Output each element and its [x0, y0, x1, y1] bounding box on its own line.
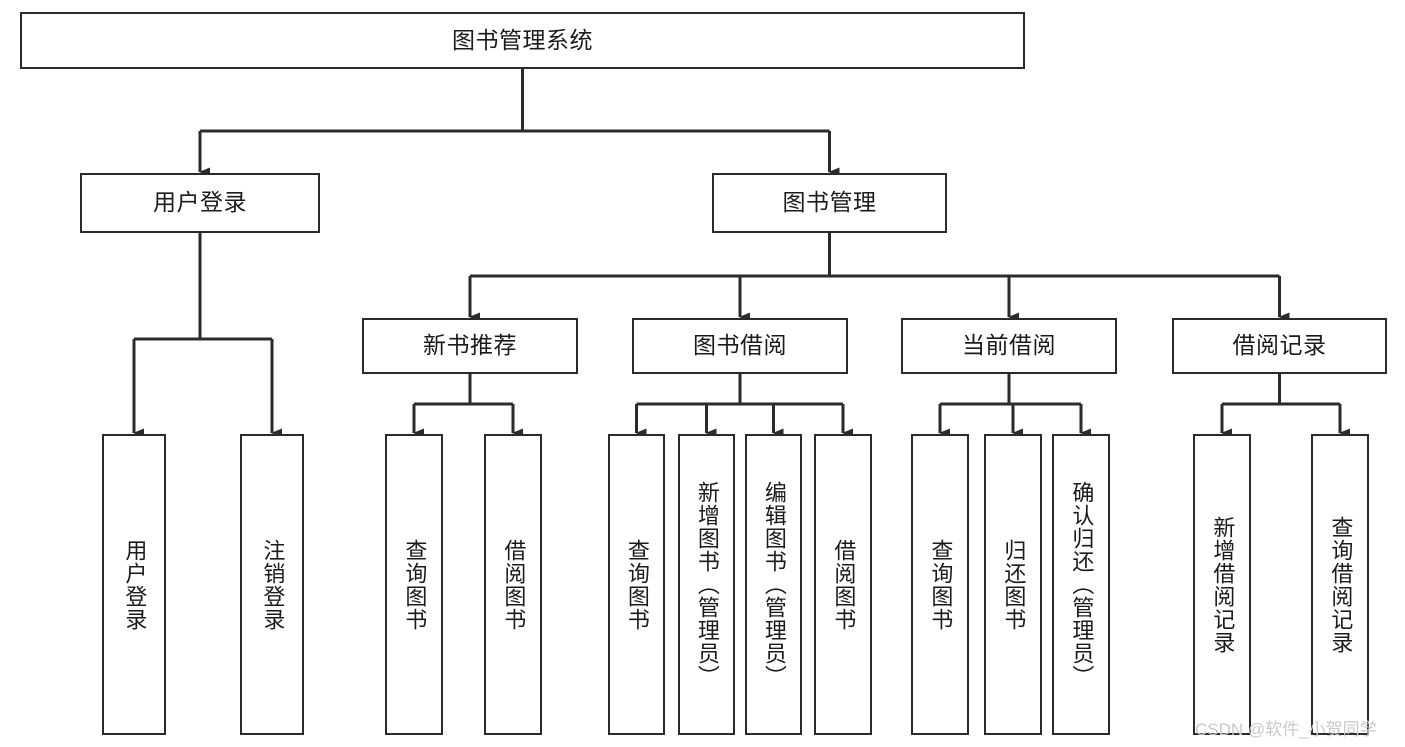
node-label-leaf-recommend-query-book: 查询图书	[402, 538, 428, 631]
node-label-leaf-current-confirm-return: 确认归还（管理员）	[1069, 481, 1095, 688]
node-leaf-recommend-query-book[interactable]: 查询图书	[385, 434, 443, 735]
node-book-borrow[interactable]: 图书借阅	[632, 318, 848, 374]
node-label-borrow-record: 借阅记录	[1232, 332, 1327, 359]
node-label-leaf-user-login: 用户登录	[122, 538, 148, 631]
node-root[interactable]: 图书管理系统	[20, 12, 1025, 69]
node-borrow-record[interactable]: 借阅记录	[1172, 318, 1387, 374]
node-leaf-borrow-borrow-book[interactable]: 借阅图书	[814, 434, 872, 735]
node-leaf-user-login[interactable]: 用户登录	[102, 434, 166, 735]
node-leaf-current-confirm-return[interactable]: 确认归还（管理员）	[1052, 434, 1110, 735]
node-leaf-borrow-edit-book[interactable]: 编辑图书（管理员）	[745, 434, 802, 735]
node-current-borrow[interactable]: 当前借阅	[901, 318, 1117, 374]
node-label-leaf-user-logout: 注销登录	[260, 538, 286, 631]
node-leaf-record-add-record[interactable]: 新增借阅记录	[1193, 434, 1251, 735]
node-label-leaf-borrow-borrow-book: 借阅图书	[831, 538, 857, 631]
node-label-leaf-borrow-edit-book: 编辑图书（管理员）	[761, 481, 787, 688]
node-leaf-borrow-add-book[interactable]: 新增图书（管理员）	[678, 434, 735, 735]
node-label-leaf-record-query-record: 查询借阅记录	[1328, 515, 1354, 654]
node-user-login[interactable]: 用户登录	[80, 173, 320, 233]
node-leaf-current-return-book[interactable]: 归还图书	[984, 434, 1042, 735]
node-label-book-management: 图书管理	[782, 189, 877, 216]
connector-group	[132, 69, 1350, 438]
node-label-leaf-current-return-book: 归还图书	[1001, 538, 1027, 631]
node-label-user-login: 用户登录	[153, 189, 247, 216]
node-label-root: 图书管理系统	[452, 26, 593, 53]
node-label-leaf-current-query-book: 查询图书	[928, 538, 954, 631]
node-label-new-book-recommend: 新书推荐	[423, 332, 517, 359]
node-leaf-record-query-record[interactable]: 查询借阅记录	[1311, 434, 1369, 735]
node-label-leaf-recommend-borrow-book: 借阅图书	[501, 538, 527, 631]
node-leaf-recommend-borrow-book[interactable]: 借阅图书	[484, 434, 542, 735]
node-book-management[interactable]: 图书管理	[712, 173, 947, 233]
node-new-book-recommend[interactable]: 新书推荐	[362, 318, 578, 374]
node-label-leaf-borrow-query-book: 查询图书	[624, 538, 650, 631]
node-label-leaf-borrow-add-book: 新增图书（管理员）	[694, 481, 720, 688]
node-label-leaf-record-add-record: 新增借阅记录	[1210, 515, 1236, 654]
node-leaf-borrow-query-book[interactable]: 查询图书	[608, 434, 665, 735]
node-label-current-borrow: 当前借阅	[962, 332, 1056, 359]
node-label-book-borrow: 图书借阅	[693, 332, 787, 359]
node-leaf-user-logout[interactable]: 注销登录	[240, 434, 304, 735]
node-leaf-current-query-book[interactable]: 查询图书	[911, 434, 969, 735]
